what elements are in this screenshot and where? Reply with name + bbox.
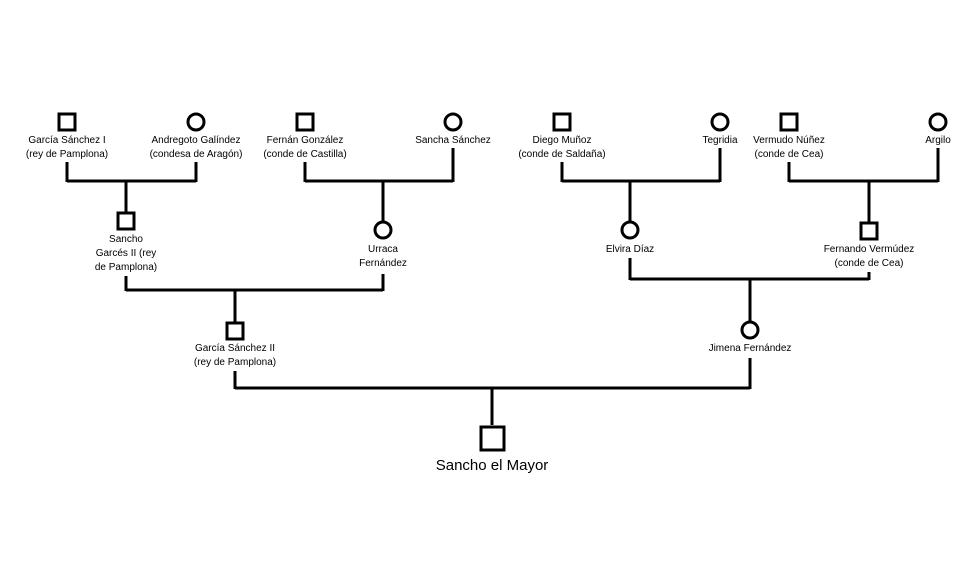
person-name-line: Garcés II (rey: [95, 248, 157, 259]
male-square-icon: [57, 112, 77, 132]
person-name: Vermudo Núñez: [753, 135, 825, 146]
person-title: (conde de Castilla): [263, 149, 347, 160]
connector-lines: [65, 148, 940, 425]
person-name: Jimena Fernández: [708, 343, 792, 354]
person-title: (rey de Pamplona): [193, 357, 277, 368]
female-circle-icon: [710, 112, 730, 132]
person-name-line: de Pamplona): [94, 262, 158, 273]
person-name: García Sánchez I: [28, 135, 106, 146]
female-circle-icon: [740, 320, 760, 340]
person-label: García Sánchez II (rey de Pamplona): [150, 342, 320, 370]
person-name-line: Urraca: [367, 244, 398, 255]
person-label: Andregoto Galíndez (condesa de Aragón): [111, 134, 281, 162]
female-circle-icon: [186, 112, 206, 132]
male-square-icon: [859, 221, 879, 241]
person-title: (conde de Cea): [754, 149, 824, 160]
male-square-icon: [295, 112, 315, 132]
person-name: Fernando Vermúdez: [823, 244, 915, 255]
male-square-icon-large: [479, 425, 506, 452]
person-name: Fernán González: [266, 135, 344, 146]
person-title: (conde de Cea): [834, 258, 904, 269]
male-square-icon: [116, 211, 136, 231]
person-name: Sancha Sánchez: [415, 135, 491, 146]
person-name: Tegridia: [702, 135, 738, 146]
person-name-line: Fernández: [359, 258, 407, 269]
female-circle-icon: [620, 220, 640, 240]
person-label: Sancha Sánchez: [368, 134, 538, 148]
person-name: Elvira Díaz: [605, 244, 655, 255]
female-circle-icon: [443, 112, 463, 132]
person-name: García Sánchez II: [194, 343, 276, 354]
person-label: Urraca Fernández: [338, 243, 428, 271]
person-label: Argilo: [853, 134, 980, 148]
person-label: Jimena Fernández: [665, 342, 835, 356]
male-square-icon: [225, 321, 245, 341]
person-symbols: [57, 112, 948, 452]
person-label: Sancho Garcés II (rey de Pamplona): [81, 233, 171, 275]
person-label: Fernando Vermúdez (conde de Cea): [784, 243, 954, 271]
female-circle-icon: [373, 220, 393, 240]
female-circle-icon: [928, 112, 948, 132]
person-title: (conde de Saldaña): [518, 149, 606, 160]
person-label: Tegridia: [635, 134, 805, 148]
person-name: Andregoto Galíndez: [151, 135, 241, 146]
person-label: García Sánchez I (rey de Pamplona): [0, 134, 152, 162]
person-label: Fernán González (conde de Castilla): [220, 134, 390, 162]
person-label: Vermudo Núñez (conde de Cea): [704, 134, 874, 162]
person-label: Elvira Díaz: [545, 243, 715, 257]
person-title: (condesa de Aragón): [149, 149, 243, 160]
person-title: (rey de Pamplona): [25, 149, 109, 160]
person-label: Diego Muñoz (conde de Saldaña): [477, 134, 647, 162]
person-label-main: Sancho el Mayor: [372, 457, 612, 475]
person-name: Diego Muñoz: [532, 135, 592, 146]
male-square-icon: [552, 112, 572, 132]
person-name: Argilo: [925, 135, 951, 146]
person-name: Sancho el Mayor: [435, 457, 549, 474]
person-name-line: Sancho: [109, 234, 143, 245]
male-square-icon: [779, 112, 799, 132]
